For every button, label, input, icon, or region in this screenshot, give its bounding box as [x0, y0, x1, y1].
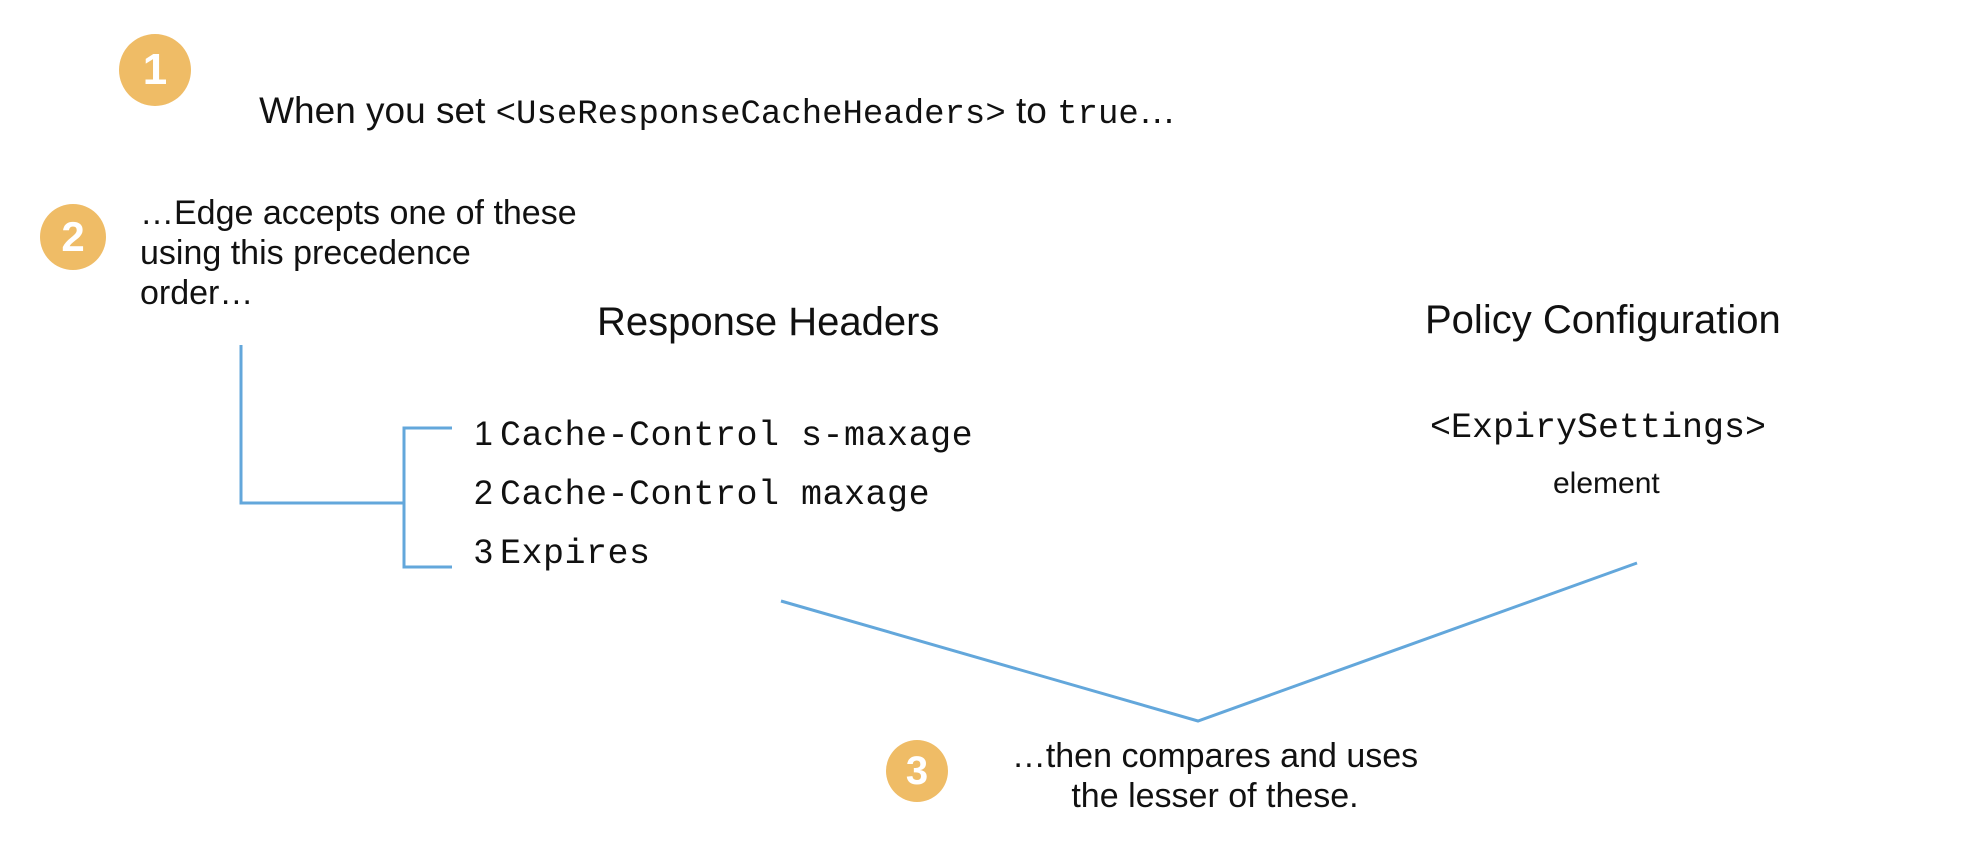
precedence-list-bracket	[402, 426, 452, 569]
precedence-item-2-rank: 2	[474, 474, 493, 512]
step-badge-1: 1	[119, 34, 191, 106]
step-badge-3: 3	[886, 740, 948, 802]
precedence-item-3-value: Expires	[500, 534, 651, 574]
step-1-text-middle: to	[1005, 90, 1058, 131]
step-1-element-name: <UseResponseCacheHeaders>	[495, 96, 1006, 134]
step-badge-1-number: 1	[142, 45, 168, 94]
response-headers-heading: Response Headers	[597, 300, 940, 344]
policy-expiry-settings-element: <ExpirySettings>	[1430, 408, 1767, 448]
step-1-text: When you set <UseResponseCacheHeaders> t…	[218, 48, 1176, 176]
step-1-text-ellipsis: …	[1138, 90, 1176, 131]
precedence-item-1-value: Cache-Control s-maxage	[500, 416, 974, 456]
precedence-item-1-rank: 1	[474, 415, 493, 453]
precedence-item-2-value: Cache-Control maxage	[500, 475, 931, 515]
step-badge-2: 2	[40, 204, 106, 270]
precedence-item-2: 2 Cache-Control maxage	[474, 474, 930, 515]
step-badge-3-number: 3	[905, 749, 929, 793]
precedence-item-3-rank: 3	[474, 533, 493, 571]
step-1-text-lead: When you set	[259, 90, 496, 131]
policy-element-sublabel: element	[1553, 467, 1660, 500]
step2-elbow-connector	[239, 345, 403, 505]
step-badge-2-number: 2	[61, 213, 85, 260]
precedence-item-1: 1 Cache-Control s-maxage	[474, 415, 973, 456]
step-3-text: …then compares and uses the lesser of th…	[1011, 737, 1419, 816]
step-2-text: …Edge accepts one of these using this pr…	[140, 194, 577, 313]
step-1-value-true: true	[1057, 96, 1139, 134]
precedence-item-3: 3 Expires	[474, 533, 651, 574]
policy-configuration-heading: Policy Configuration	[1425, 298, 1781, 342]
convergence-v-connector	[780, 561, 1638, 723]
